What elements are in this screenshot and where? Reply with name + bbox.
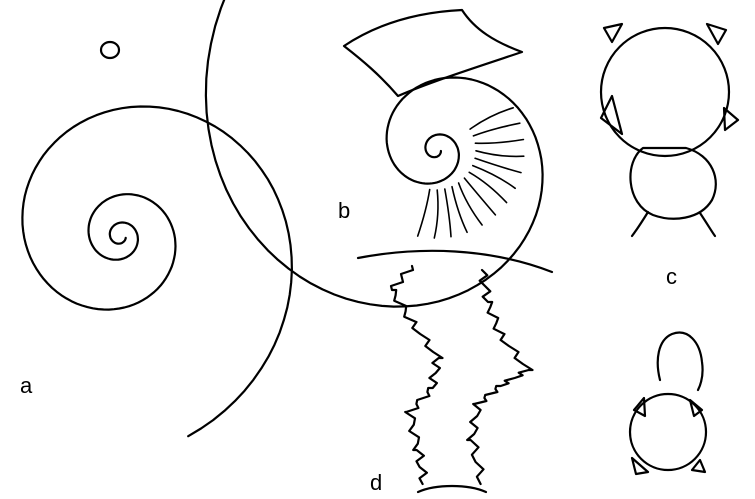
panel-c-label: c (666, 266, 677, 288)
panel-b-suture-line (475, 158, 521, 172)
panel-a-spiral-shell (22, 42, 292, 436)
panel-b-label: b (338, 200, 350, 222)
panel-b-suture-line (464, 178, 495, 215)
panel-b-suture-line (445, 189, 451, 237)
panel-c-top-ventral-arc (632, 212, 648, 236)
panel-c-bottom-section (630, 333, 706, 474)
panel-b-ammonite (206, 0, 543, 307)
panel-b-suture-line (475, 140, 523, 144)
panel-d-right-suture (467, 270, 532, 484)
panel-a-small-oval (101, 42, 119, 58)
panel-b-suture-line (469, 172, 506, 202)
panel-b-suture-line (476, 151, 524, 157)
panel-a-label: a (20, 375, 32, 397)
panel-d-outer-arc (358, 251, 552, 272)
panel-b-suture-line (473, 123, 519, 136)
panel-c-top-left-keel (601, 24, 622, 134)
panel-b-suture-line (434, 190, 438, 238)
panel-d-left-suture (391, 266, 443, 484)
panel-c-top-inner-whorl (630, 148, 715, 219)
panel-c-top-ventral-arc-right (700, 213, 715, 236)
panel-d-base-arc (418, 486, 486, 492)
panel-a-spiral-path (22, 107, 292, 437)
panel-d-suture-detail (358, 251, 552, 492)
panel-c-top-whorl (601, 28, 729, 156)
panel-c-bottom-inner-whorl (658, 333, 703, 390)
panel-d-label: d (370, 472, 382, 494)
panel-b-suture-line (459, 183, 483, 225)
panel-b-suture-line (418, 190, 430, 237)
panel-c-top-right-keel (707, 24, 738, 130)
panel-c-bottom-whorl (630, 394, 706, 470)
panel-b-suture-line (452, 187, 467, 233)
panel-b-aperture-flare (344, 10, 522, 96)
panel-b-suture-lines (418, 108, 524, 238)
panel-c-top-section (601, 24, 738, 236)
panel-b-spiral-path (206, 0, 543, 307)
